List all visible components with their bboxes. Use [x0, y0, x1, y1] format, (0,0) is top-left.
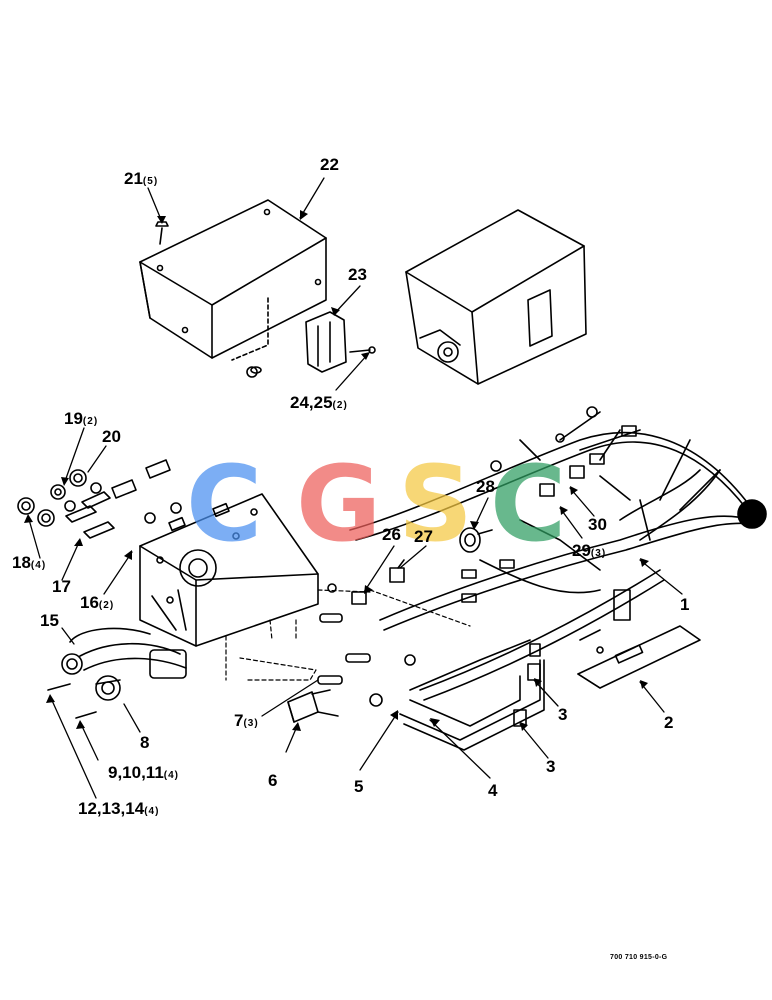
callout-18: 18(4) [12, 553, 47, 572]
callout-23: 23 [348, 265, 367, 284]
switches-26-27 [351, 559, 405, 605]
assembled-box [405, 209, 587, 385]
watermark-letter-c2: C [490, 443, 567, 565]
callout-27: 27 [414, 527, 433, 546]
callout-16: 16(2) [80, 593, 115, 612]
callout-29: 29(3) [572, 541, 607, 560]
callout-26: 26 [382, 525, 401, 544]
arrowheads [24, 210, 649, 731]
harness-4 [399, 639, 545, 751]
board-2 [577, 625, 701, 689]
callout-28: 28 [476, 477, 495, 496]
callout-21: 21(5) [124, 169, 159, 188]
watermark-letter-c1: C [186, 443, 263, 565]
switches [65, 459, 171, 539]
callout-5: 5 [354, 777, 364, 796]
chassis-plate [139, 493, 319, 647]
callout-20: 20 [102, 427, 121, 446]
drawing-code: 700 710 915-0-G [610, 954, 668, 961]
callout-15: 15 [40, 611, 59, 630]
callout-24-25: 24,25(2) [290, 393, 348, 412]
lamp-28 [459, 527, 493, 553]
callout-3-lower: 3 [546, 757, 556, 776]
callout-3-upper: 3 [558, 705, 568, 724]
filter-6 [287, 689, 339, 723]
ground-plug [737, 499, 767, 529]
callout-19: 19(2) [64, 409, 99, 428]
callout-17: 17 [52, 577, 71, 596]
main-harness [349, 411, 753, 701]
callout-1: 1 [680, 595, 690, 614]
callout-7: 7(3) [234, 711, 259, 730]
knobs [17, 469, 102, 527]
guide-lines [225, 589, 471, 681]
callout-9-10-11: 9,10,11(4) [108, 763, 180, 782]
callout-6: 6 [268, 771, 278, 790]
resistors-7 [317, 613, 371, 685]
callout-2: 2 [664, 713, 674, 732]
callout-4: 4 [488, 781, 498, 800]
connector-8 [47, 627, 187, 719]
callout-12-13-14: 12,13,14(4) [78, 799, 160, 818]
bracket-23 [305, 311, 376, 373]
watermark-letter-s: S [398, 443, 473, 565]
washers [144, 366, 598, 707]
cover-box [139, 199, 327, 374]
callout-8: 8 [140, 733, 150, 752]
screw-21 [155, 221, 169, 245]
watermark-letter-g: G [296, 443, 382, 565]
callout-30: 30 [588, 515, 607, 534]
callout-22: 22 [320, 155, 339, 174]
